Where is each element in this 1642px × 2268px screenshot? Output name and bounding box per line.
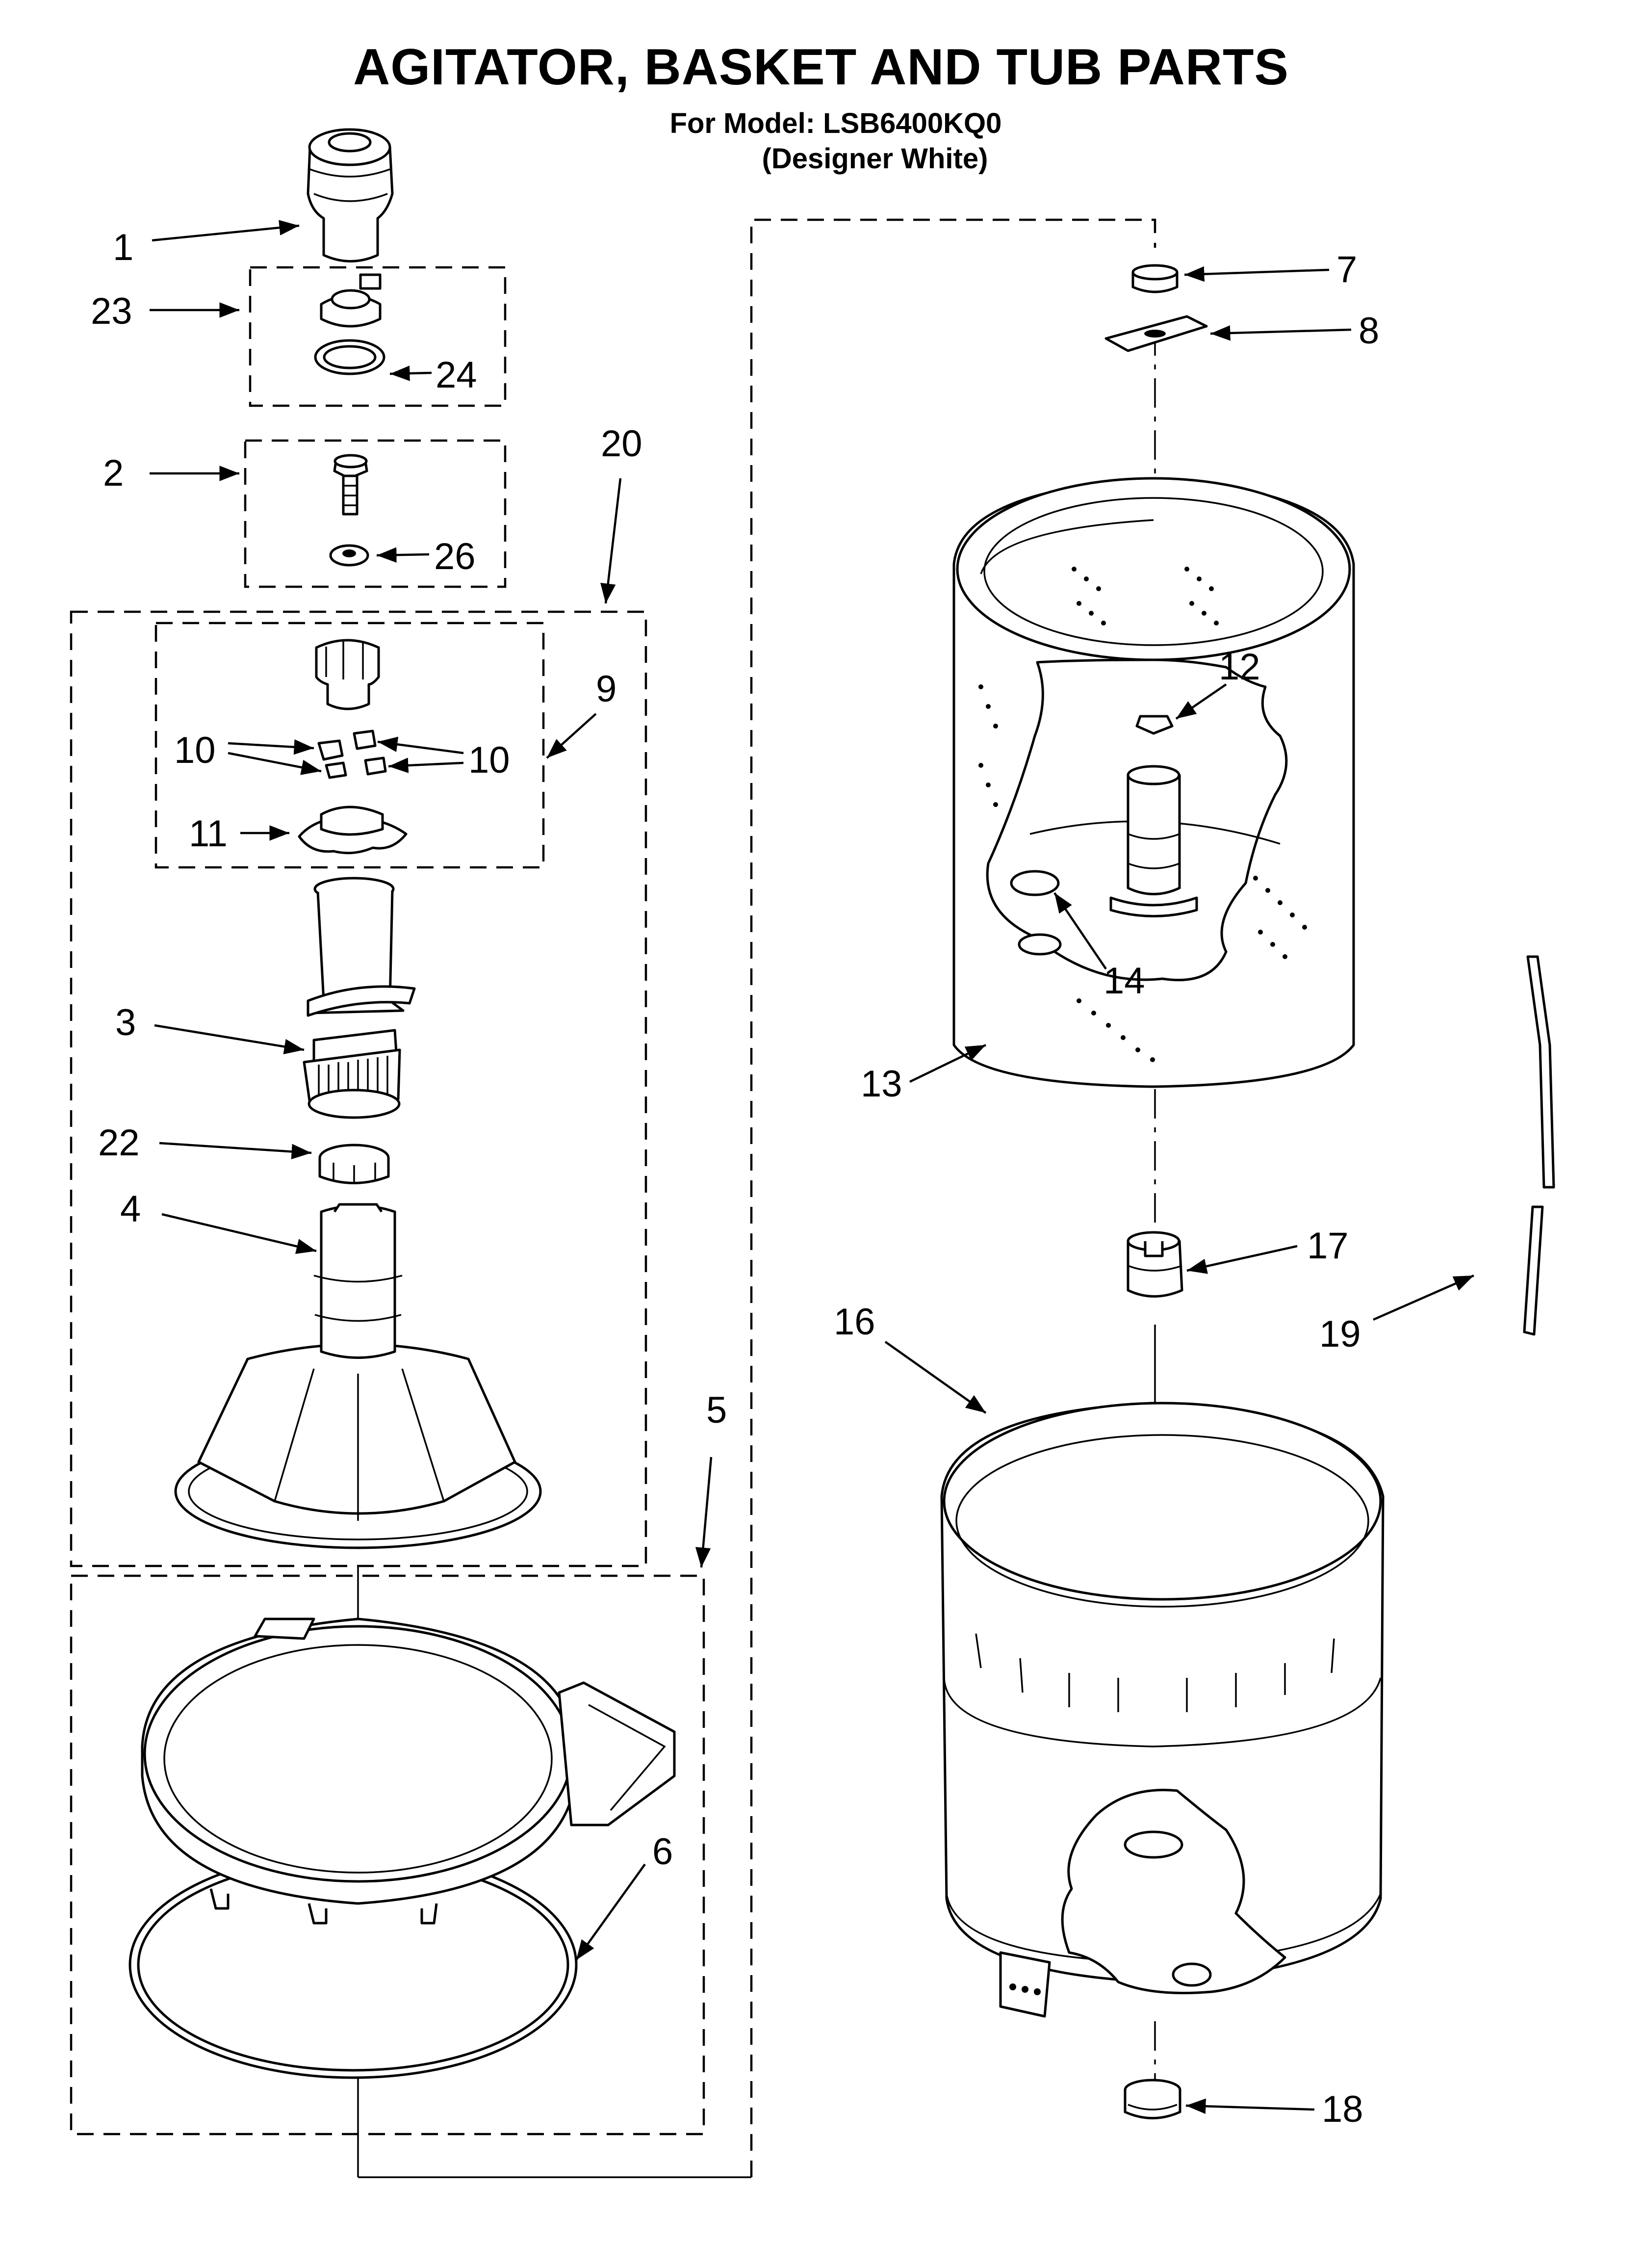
part-16-outer-tub [940,1402,1385,2018]
group-box-9 [154,622,545,869]
part-18-plug [1124,2079,1181,2119]
callout-8: 8 [1359,310,1379,352]
callout-23: 23 [91,290,132,332]
leader-lines [150,220,1474,2114]
part-22-ratchet [318,1144,390,1184]
model-line: For Model: LSB6400KQ0 [669,107,1002,139]
callout-18: 18 [1322,2088,1363,2130]
callout-20: 20 [601,423,642,465]
callout-6: 6 [652,1831,673,1873]
part-9-cam-assembly [315,639,380,710]
part-17-spanner-nut [1127,1231,1183,1298]
callout-19: 19 [1319,1313,1361,1355]
callout-5: 5 [706,1389,727,1431]
callout-10-right: 10 [468,739,510,781]
part-23-cap-insert [320,273,382,328]
callout-1: 1 [113,227,133,268]
callout-12: 12 [1219,646,1260,688]
part-6-seal-ring [128,1851,578,2079]
part-5-tub-ring [141,1617,676,1925]
callout-2: 2 [103,452,124,494]
part-24-o-ring [314,339,385,375]
basket-perforations [978,567,1307,1062]
callout-3: 3 [115,1002,136,1043]
part-7-clip [1131,264,1179,293]
group-box-23-24 [249,266,507,407]
callout-13: 13 [861,1063,902,1105]
part-11-cam-plate [298,806,408,855]
part-3-agitator-auger [303,877,416,1119]
group-box-5 [70,1574,705,2136]
callout-16: 16 [834,1301,875,1343]
part-26-washer [329,544,369,567]
part-4-agitator-base [174,1203,542,1549]
callout-24: 24 [436,354,477,396]
callout-7: 7 [1336,249,1357,290]
part-19-hose [1523,955,1555,1336]
callout-14: 14 [1103,960,1145,1002]
callout-4: 4 [120,1188,141,1230]
page-title: AGITATOR, BASKET AND TUB PARTS [353,39,1289,96]
callout-11: 11 [189,813,228,855]
callout-22: 22 [98,1122,140,1164]
part-8-plate [1104,315,1208,352]
color-line: (Designer White) [762,143,988,175]
callout-26: 26 [434,536,476,577]
callout-10-left: 10 [174,730,216,771]
connector-dashed-line [750,218,1156,2177]
part-13-basket [952,477,1355,1088]
part-2-bolt [333,454,368,516]
part-10-dogs [317,730,387,779]
callout-17: 17 [1307,1225,1349,1267]
part-1-agitator-cap [307,128,394,262]
callout-9: 9 [596,668,616,710]
group-box-2-26 [244,439,507,588]
